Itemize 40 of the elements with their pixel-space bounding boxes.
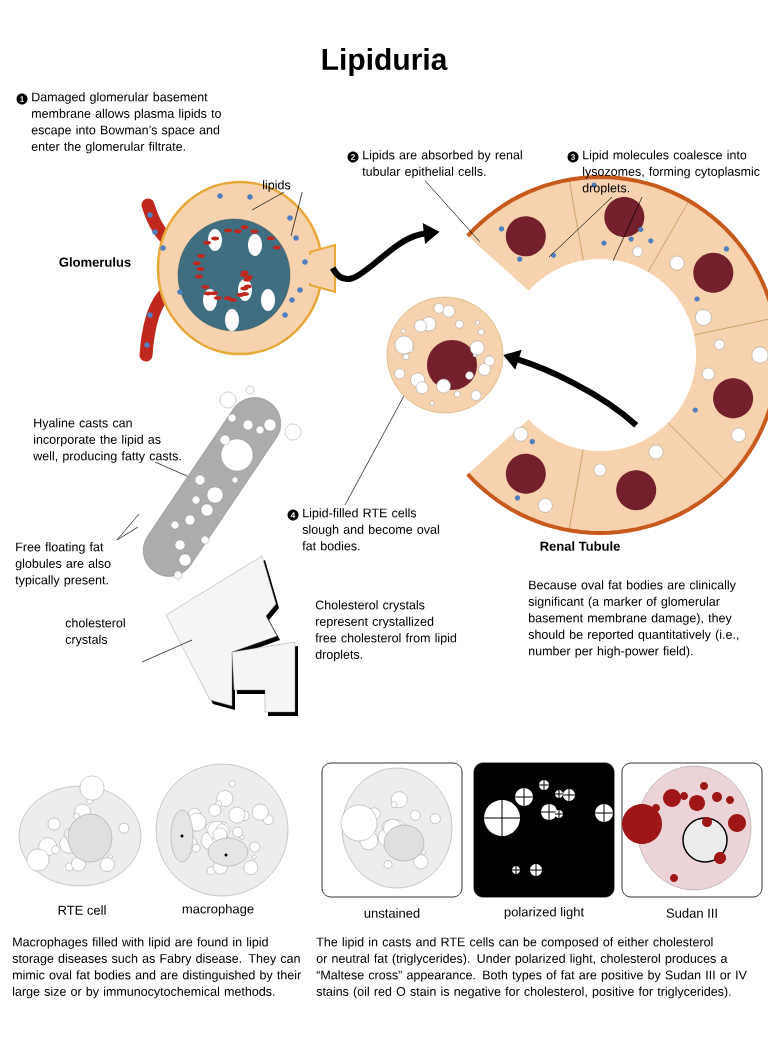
title: Lipiduria [322,48,448,76]
callout-number: 3 [567,151,579,163]
node-label: unstained [364,908,420,918]
polarized-cell-drawing [473,762,615,898]
callout-number: 1 [16,93,28,105]
leader-line [154,461,188,477]
leader-line [141,639,193,663]
node-label: macrophage [182,903,254,917]
note-text: Cholesterol crystals represent crystallized free cholesterol from lipid droplets. [315,600,457,662]
node-label: Glomerulus [59,257,131,267]
note-text: Macrophages filled with lipid are found in lipid storage diseases such as Fabry disease. They can mimic oval fat bodies and are distinguished by their large size or by immunocytochemical methods. [12,937,301,999]
leader-line [344,395,405,506]
annotation-text: Lipids are absorbed by renal tubular epithelial cells. [362,150,522,179]
annotation-text: cholesterol crystals [65,618,125,647]
macrophage-drawing [155,763,289,897]
leader-line [116,513,140,541]
oval-fat-body-drawing [386,296,504,414]
node-label: RTE cell [58,905,106,915]
leader-line [251,191,285,211]
annotation-text: Lipid molecules coalesce into lysozomes, forming cytoplasmic droplets. [582,150,760,195]
cholesterol-crystal-drawing [165,555,298,716]
node-label: Sudan III [666,908,717,918]
annotation-text: lipids [263,180,291,192]
node-label: polarized light [504,906,584,920]
note-text: Because oval fat bodies are clinically significant (a marker of glomerular basement membrane damage), they should be reported quantitatively (i.e., number per high-power field). [528,580,739,658]
callout-number: 2 [347,151,359,163]
stained-cell-drawing [621,762,763,898]
note-text: The lipid in casts and RTE cells can be composed of either cholesterol or neutral fat (triglycerides). Under polarized light, cholesterol produces a “Maltese cross” appearance. Both types of fat are positive by Sudan III or IV stains (oil red O stain is negative for cholesterol, positive for triglycerides). [316,937,747,999]
leader-line [548,196,613,258]
glomerulus-drawing [139,180,336,362]
node-label: Renal Tubule [540,541,620,551]
leader-line [290,191,303,237]
leader-line [116,526,139,541]
rte-cell-drawing [18,775,142,887]
annotation-text: Damaged glomerular basement membrane allows plasma lipids to escape into Bowman’s space and enter the glomerular filtrate. [31,92,221,154]
annotation-text: Hyaline casts can incorporate the lipid as well, producing fatty casts. [33,418,181,463]
leader-line [424,180,481,243]
unstained-cell-drawing [321,762,463,898]
annotation-text: Free floating fat globules are also typically present. [15,542,111,587]
annotation-text: Lipid-filled RTE cells slough and become oval fat bodies. [302,508,439,551]
